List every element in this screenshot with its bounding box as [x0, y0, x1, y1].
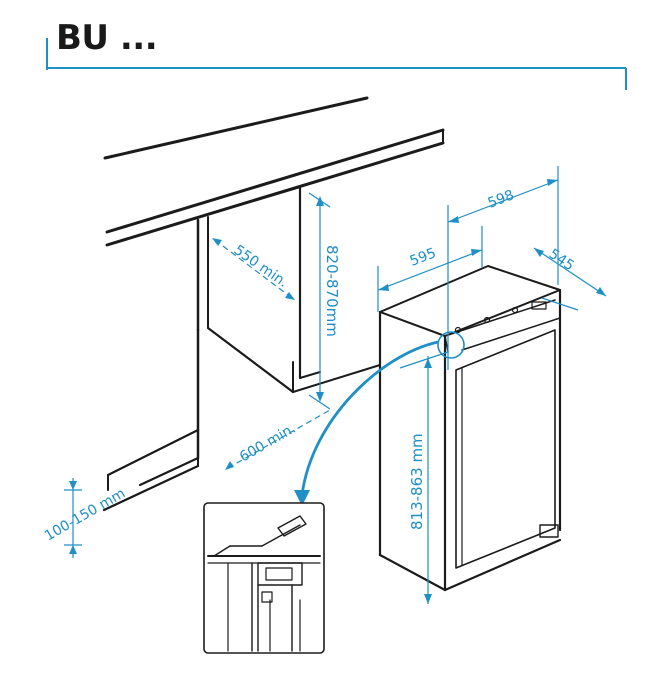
header-rule: [46, 38, 627, 90]
page-title: BU ...: [56, 18, 158, 58]
refrigerator-drawing: [378, 265, 562, 592]
detail-callout: [294, 331, 465, 506]
overall-width-label: 598: [486, 187, 517, 212]
overall-width-dimension: 598: [447, 166, 559, 370]
appliance-width-dimension: 595: [377, 226, 483, 312]
niche-depth-label: 550 min.: [231, 242, 291, 291]
clearance-depth-label: 600 min.: [237, 421, 299, 466]
plinth-height-label: 100-150 mm: [42, 485, 128, 544]
appliance-depth-label: 545: [546, 246, 577, 274]
clearance-depth-dimension: 600 min.: [225, 409, 331, 470]
kitchen-niche-drawing: [102, 96, 445, 512]
appliance-height-dimension: 813-863 mm: [399, 351, 449, 604]
detail-inset: [203, 502, 325, 654]
appliance-depth-dimension: 545: [533, 246, 607, 311]
plinth-height-dimension: 100-150 mm: [42, 478, 128, 558]
niche-height-dimension: 820-870mm: [308, 192, 341, 410]
niche-depth-dimension: 550 min.: [212, 238, 295, 300]
appliance-width-label: 595: [408, 245, 439, 270]
niche-height-label: 820-870mm: [323, 245, 341, 337]
appliance-height-label: 813-863 mm: [408, 433, 426, 530]
